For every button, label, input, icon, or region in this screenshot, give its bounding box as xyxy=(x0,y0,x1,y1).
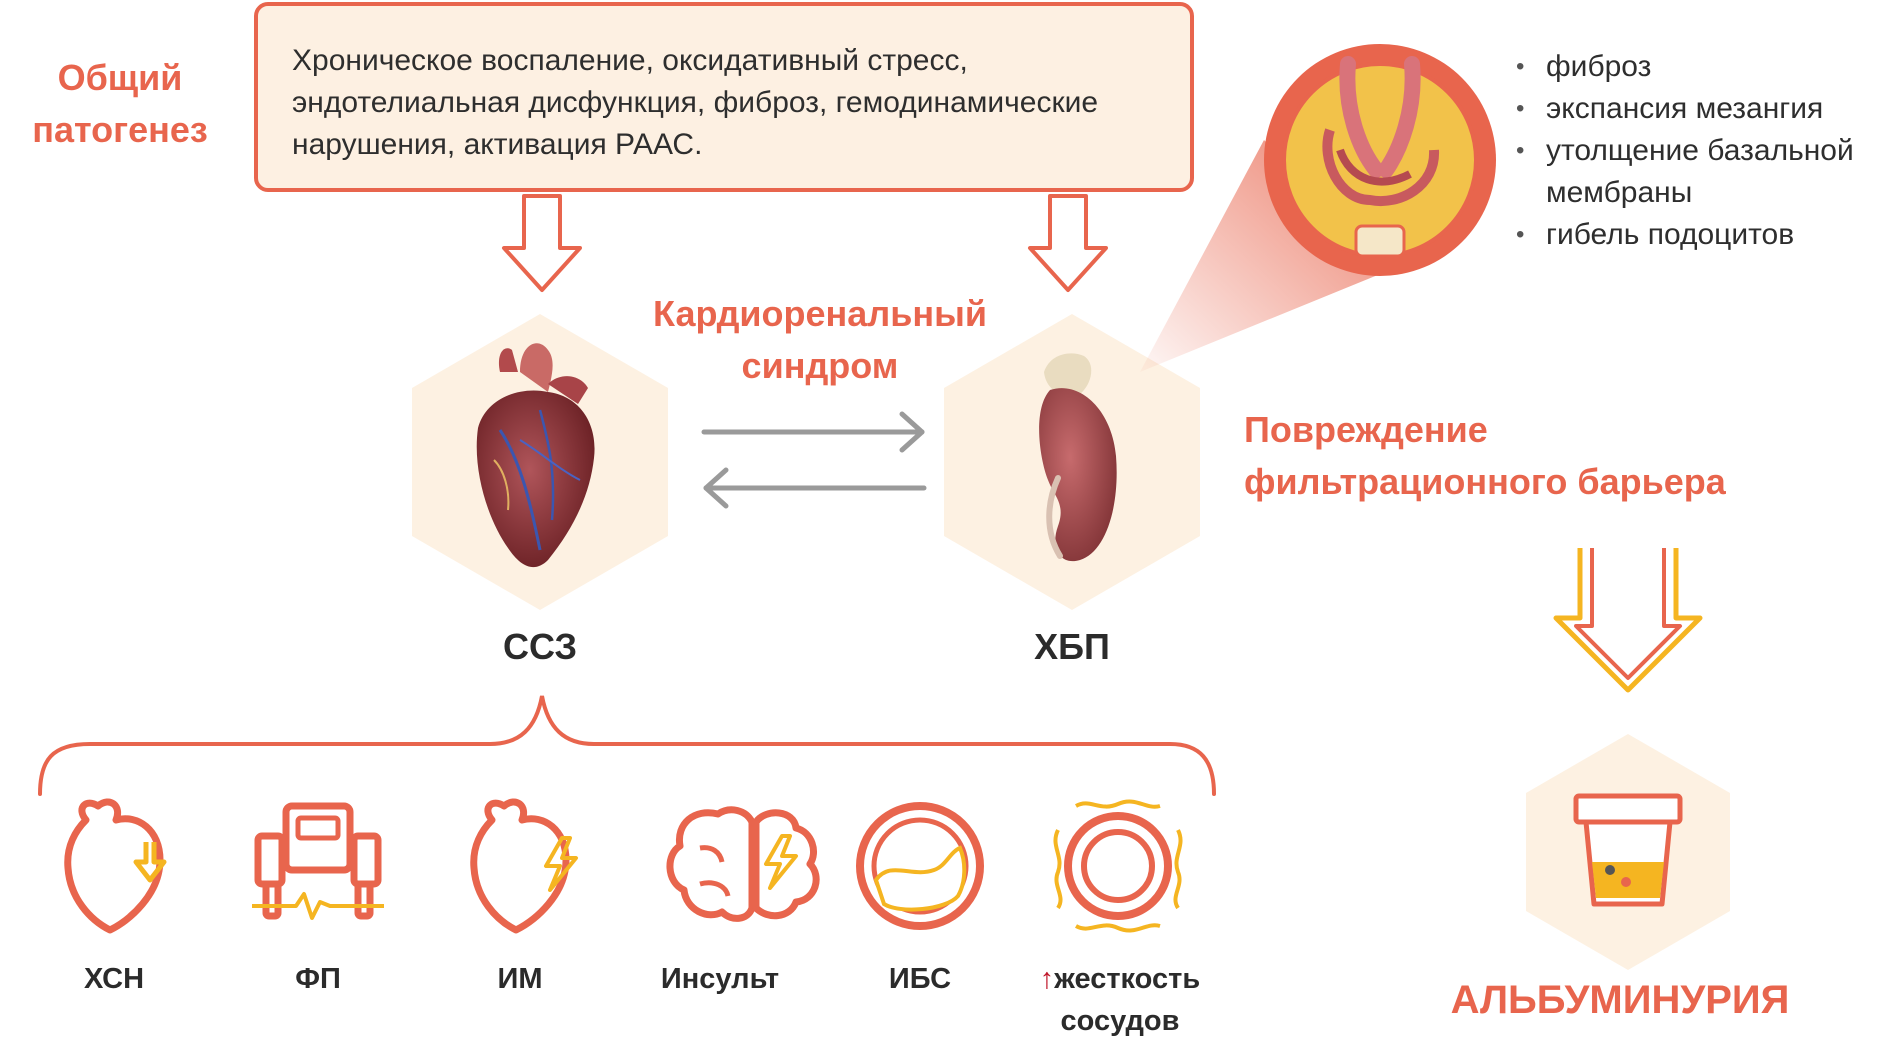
finding-item: утолщение базальной xyxy=(1516,130,1854,172)
cardiorenal-line2: синдром xyxy=(741,345,899,386)
glomerulus-findings-list: фиброз экспансия мезангия утолщение база… xyxy=(1516,46,1854,256)
finding-item: гибель подоцитов xyxy=(1516,214,1854,256)
finding-item: экспансия мезангия xyxy=(1516,88,1854,130)
pathogenesis-text-line1: Хроническое воспаление, оксидативный стр… xyxy=(292,44,968,77)
ckd-label: ХБП xyxy=(1034,626,1110,667)
cvd-label: ССЗ xyxy=(502,626,578,667)
filtration-line1: Повреждение xyxy=(1244,409,1488,450)
kidney-illustration-icon xyxy=(1039,353,1117,562)
filtration-barrier-title: Повреждение фильтрационного барьера xyxy=(1244,404,1804,508)
albuminuria-down-arrow-icon xyxy=(1553,548,1703,693)
stiffness-line2: сосудов xyxy=(1060,1005,1180,1037)
down-arrow-to-heart-icon xyxy=(502,194,582,292)
heart-lightning-icon xyxy=(470,798,578,934)
brain-lightning-icon xyxy=(666,806,820,922)
bidirectional-arrows-icon xyxy=(701,411,927,509)
condition-label-hf: ХСН xyxy=(83,963,145,995)
increase-arrow-icon: ↑ xyxy=(1039,963,1055,995)
condition-label-stroke: Инсульт xyxy=(660,963,780,995)
down-arrow-to-kidney-icon xyxy=(1028,194,1108,292)
condition-label-mi: ИМ xyxy=(497,963,543,995)
urine-cup-icon xyxy=(1573,793,1683,907)
pathogenesis-text-line2: эндотелиальная дисфункция, фиброз, гемод… xyxy=(292,86,1099,119)
ecg-monitor-icon xyxy=(252,802,384,920)
condition-label-af: ФП xyxy=(295,963,341,995)
condition-label-stiffness: ↑жесткость сосудов xyxy=(1010,958,1230,1042)
pathogenesis-box: Хроническое воспаление, оксидативный стр… xyxy=(254,2,1194,192)
vessel-stiffness-icon xyxy=(1053,799,1183,933)
finding-item-continuation: мембраны xyxy=(1546,176,1693,209)
common-pathogenesis-title-line1: Общий xyxy=(57,57,183,98)
heart-failure-icon xyxy=(64,798,167,934)
glomerulus-illustration-icon xyxy=(1264,44,1496,276)
finding-item: фиброз xyxy=(1516,46,1854,88)
cvd-curly-brace xyxy=(38,695,1216,796)
heart-illustration-icon xyxy=(476,343,595,568)
common-pathogenesis-title-line2: патогенез xyxy=(32,109,208,150)
vessel-plaque-icon xyxy=(856,802,984,930)
pathogenesis-text-line3: нарушения, активация РААС. xyxy=(292,128,703,161)
cardiorenal-line1: Кардиоренальный xyxy=(653,293,987,334)
common-pathogenesis-title: Общий патогенез xyxy=(20,52,220,156)
zoom-beam xyxy=(1140,140,1390,372)
albuminuria-label: АЛЬБУМИНУРИЯ xyxy=(1450,978,1790,1022)
condition-label-ihd: ИБС xyxy=(888,963,952,995)
filtration-line2: фильтрационного барьера xyxy=(1244,461,1726,502)
cardiorenal-syndrome-title: Кардиоренальный синдром xyxy=(620,288,1020,392)
stiffness-line1: жесткость xyxy=(1054,963,1201,995)
